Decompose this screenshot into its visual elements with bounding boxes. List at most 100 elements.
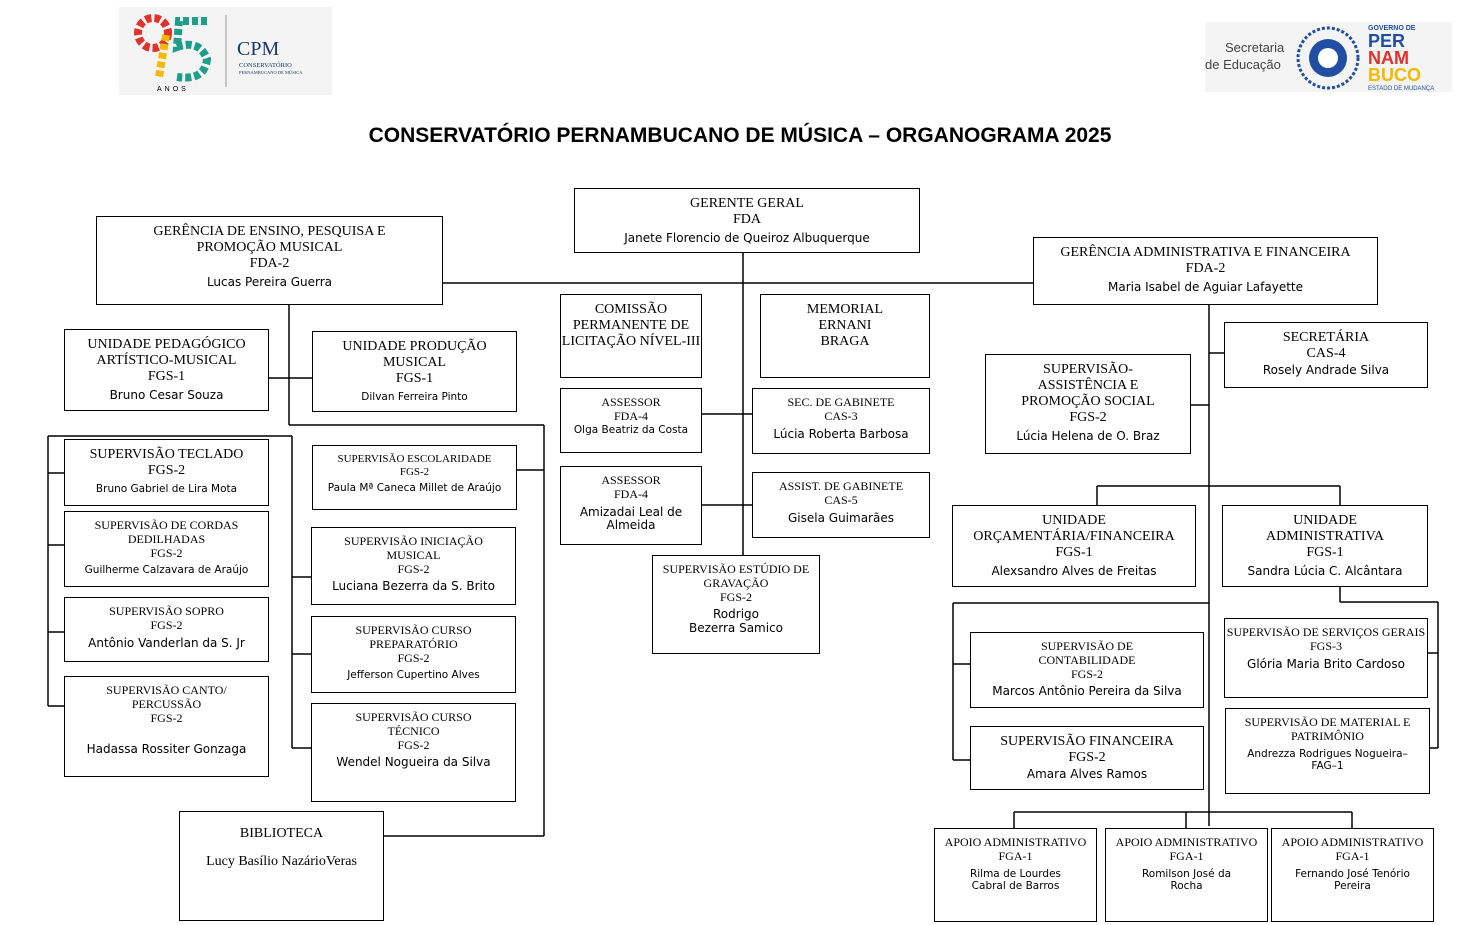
box-title: SUPERVISÃO DE CONTABILIDADE [1038, 639, 1136, 667]
box-title: ASSESSOR [601, 473, 661, 487]
logo-anos-text: ANOS [157, 86, 189, 93]
box-person: Guilherme Calzavara de Araújo [84, 564, 249, 577]
box-title: SUPERVISÃO TECLADO [89, 447, 244, 462]
box-sec-gabinete: SEC. DE GABINETE CAS-3 Lúcia Roberta Bar… [752, 388, 930, 454]
box-title: APOIO ADMINISTRATIVO [944, 835, 1087, 849]
box-title: SUPERVISÃO CANTO/ PERCUSSÃO [106, 683, 227, 711]
box-person: Lucas Pereira Guerra [206, 275, 333, 290]
box-gerencia-administrativa: GERÊNCIA ADMINISTRATIVA E FINANCEIRA FDA… [1033, 237, 1378, 305]
box-code: FGS-2 [399, 465, 430, 478]
box-code: FDA [732, 212, 761, 228]
box-person: Hadassa Rossiter Gonzaga [86, 742, 247, 757]
box-code: FGS-2 [150, 710, 183, 725]
logo-buco-text: BUCO [1368, 65, 1421, 85]
box-assessor-2: ASSESSOR FDA-4 Amizadai Leal de Almeida [560, 466, 702, 545]
box-person: Janete Florencio de Queiroz Albuquerque [624, 231, 870, 246]
box-title: BIBLIOTECA [239, 826, 324, 841]
box-person: Rilma de Lourdes Cabral de Barros [969, 867, 1062, 892]
logo-conservatorio-text: CONSERVATÓRIO [239, 61, 292, 69]
box-code: FDA-4 [613, 408, 648, 423]
logo-secretaria-text: Secretaria [1225, 40, 1285, 55]
box-code: FGS-2 [1070, 666, 1103, 681]
box-person: Fernando José Tenório Pereira [1295, 867, 1410, 892]
box-title: GERENTE GERAL [690, 196, 804, 211]
box-supervisao-cordas: SUPERVISÃO DE CORDAS DEDILHADAS FGS-2 Gu… [64, 511, 269, 587]
box-title: UNIDADE PEDAGÓGICO ARTÍSTICO-MUSICAL [87, 337, 246, 369]
box-code: FGS-2 [1069, 410, 1107, 426]
page-title: CONSERVATÓRIO PERNAMBUCANO DE MÚSICA – O… [368, 124, 1112, 147]
box-person: Amizadai Leal de Almeida [579, 504, 683, 533]
box-apoio-administrativo-2: APOIO ADMINISTRATIVO FGA-1 Romilson José… [1105, 828, 1268, 922]
box-title: SEC. DE GABINETE [787, 395, 895, 409]
logo-slogan-text: ESTADO DE MUDANÇA [1368, 86, 1434, 92]
box-supervisao-estudio: SUPERVISÃO ESTÚDIO DE GRAVAÇÃO FGS-2 Rod… [652, 555, 820, 654]
box-unidade-administrativa: UNIDADE ADMINISTRATIVA FGS-1 Sandra Lúci… [1222, 505, 1428, 587]
box-code: FGS-1 [1306, 545, 1344, 561]
box-supervisao-sopro: SUPERVISÃO SOPRO FGS-2 Antônio Vanderlan… [64, 597, 269, 662]
box-person: Alexsandro Alves de Freitas [991, 564, 1157, 579]
box-code: FGS-1 [1055, 545, 1093, 561]
box-code: FGS-2 [397, 650, 430, 665]
box-code: CAS-3 [824, 408, 858, 423]
box-biblioteca: BIBLIOTECA Lucy Basílio NazárioVeras [179, 811, 384, 921]
box-assist-gabinete: ASSIST. DE GABINETE CAS-5 Gisela Guimarã… [752, 472, 930, 538]
box-person: Dilvan Ferreira Pinto [361, 391, 468, 404]
box-supervisao-financeira: SUPERVISÃO FINANCEIRA FGS-2 Amara Alves … [970, 726, 1204, 790]
box-unidade-pedagogico: UNIDADE PEDAGÓGICO ARTÍSTICO-MUSICAL FGS… [64, 329, 269, 411]
box-apoio-administrativo-1: APOIO ADMINISTRATIVO FGA-1 Rilma de Lour… [934, 828, 1097, 922]
box-supervisao-servicos-gerais: SUPERVISÃO DE SERVIÇOS GERAIS FGS-3 Glór… [1224, 618, 1428, 698]
box-title: SUPERVISÃO ESTÚDIO DE GRAVAÇÃO [662, 562, 810, 590]
box-supervisao-teclado: SUPERVISÃO TECLADO FGS-2 Bruno Gabriel d… [64, 439, 269, 506]
logo-cpm-text: CPM [237, 38, 279, 60]
box-person: Glória Maria Brito Cardoso [1247, 656, 1405, 671]
box-comissao-licitacao: COMISSÃO PERMANENTE DE LICITAÇÃO NÍVEL-I… [560, 294, 702, 378]
logo-95-mark [134, 14, 212, 82]
box-person: Amara Alves Ramos [1026, 767, 1148, 782]
box-title: UNIDADE ORÇAMENTÁRIA/FINANCEIRA [973, 513, 1175, 545]
box-person: Bruno Cesar Souza [109, 388, 224, 403]
box-title: UNIDADE ADMINISTRATIVA [1266, 513, 1384, 545]
box-title: MEMORIAL ERNANI BRAGA [806, 302, 884, 350]
box-code: FDA-2 [1185, 261, 1226, 277]
box-supervisao-tecnico: SUPERVISÃO CURSO TÉCNICO FGS-2 Wendel No… [311, 703, 516, 802]
box-title: GERÊNCIA DE ENSINO, PESQUISA E PROMOÇÃO … [153, 224, 386, 256]
box-person: Lucy Basílio NazárioVeras [206, 854, 357, 870]
box-supervisao-preparatorio: SUPERVISÃO CURSO PREPARATÓRIO FGS-2 Jeff… [311, 616, 516, 693]
box-title: SUPERVISÃO INICIAÇÃO MUSICAL [344, 534, 483, 562]
box-title: ASSIST. DE GABINETE [778, 479, 904, 493]
box-title: SUPERVISÃO DE CORDAS DEDILHADAS [94, 518, 239, 546]
box-person: Wendel Nogueira da Silva [336, 755, 491, 770]
box-person: Gisela Guimarães [788, 510, 894, 525]
cpm-95-anos-logo: ANOS CPM CONSERVATÓRIO PERNAMBUCANO DE M… [119, 7, 332, 95]
box-person: Rosely Andrade Silva [1262, 363, 1390, 378]
box-title: SUPERVISÃO CURSO TÉCNICO [355, 710, 472, 738]
logo-educacao-text: de Educação [1205, 57, 1281, 72]
pernambuco-coat-of-arms-icon [1296, 26, 1360, 90]
box-assessor-1: ASSESSOR FDA-4 Olga Beatriz da Costa [560, 388, 702, 453]
box-person: Lúcia Roberta Barbosa [773, 426, 909, 441]
box-unidade-producao: UNIDADE PRODUÇÃO MUSICAL FGS-1 Dilvan Fe… [312, 331, 517, 412]
box-title: SUPERVISÃO FINANCEIRA [1000, 734, 1174, 749]
box-title: GERÊNCIA ADMINISTRATIVA E FINANCEIRA [1060, 245, 1351, 260]
box-code: FGS-2 [397, 561, 430, 576]
box-code: FGS-1 [147, 369, 186, 385]
box-person: Sandra Lúcia C. Alcântara [1247, 564, 1403, 579]
box-supervisao-contabilidade: SUPERVISÃO DE CONTABILIDADE FGS-2 Marcos… [970, 632, 1204, 708]
box-code: FDA-2 [249, 256, 290, 272]
box-person: Rodrigo Bezerra Samico [688, 607, 784, 636]
box-code: FGS-3 [1309, 638, 1342, 653]
box-person: Bruno Gabriel de Lira Mota [95, 483, 238, 496]
box-code: FGS-2 [150, 617, 183, 632]
box-secretaria: SECRETÁRIA CAS-4 Rosely Andrade Silva [1224, 322, 1428, 388]
box-unidade-orcamentaria: UNIDADE ORÇAMENTÁRIA/FINANCEIRA FGS-1 Al… [952, 505, 1196, 587]
box-person: Marcos Antônio Pereira da Silva [992, 684, 1182, 699]
box-person: Olga Beatriz da Costa [573, 423, 689, 436]
box-title: SUPERVISÃO CURSO PREPARATÓRIO [355, 623, 472, 651]
box-person: Paula Mª Caneca Millet de Araújo [327, 482, 502, 495]
box-code: FGS-2 [150, 545, 183, 560]
box-person: Luciana Bezerra da S. Brito [332, 579, 495, 594]
box-supervisao-escolaridade: SUPERVISÃO ESCOLARIDADE FGS-2 Paula Mª C… [312, 445, 517, 510]
box-person: Lúcia Helena de O. Braz [1016, 429, 1160, 444]
box-code: FGS-2 [1068, 750, 1106, 766]
